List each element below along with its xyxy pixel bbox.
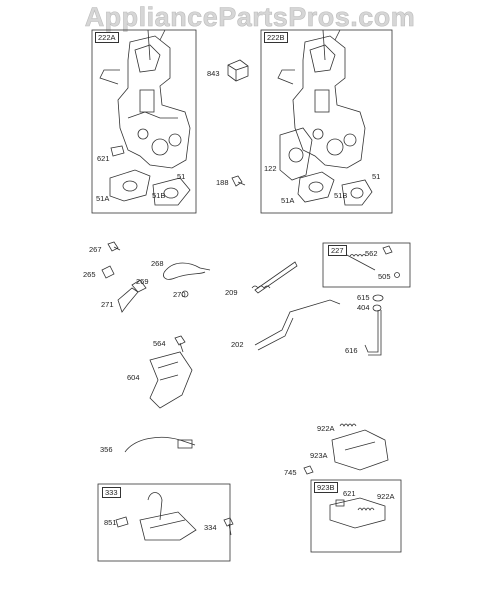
carburetor-body-222b (277, 29, 366, 169)
group-label-222b: 222B (264, 32, 288, 43)
part-label-268: 268 (151, 259, 164, 268)
seal-404 (372, 304, 382, 312)
clip-621-left (110, 145, 125, 157)
group-box-333 (97, 483, 231, 562)
part-label-51a: 51A (96, 194, 110, 203)
washer-505 (394, 272, 400, 278)
part-label-356: 356 (100, 445, 113, 454)
carburetor-body-222a (99, 29, 191, 169)
lever-923a (331, 429, 389, 471)
part-label-745: 745 (284, 468, 297, 477)
group-label-222a: 222A (95, 32, 119, 43)
part-label-51b: 51B (152, 191, 166, 200)
part-label-922a-b: 922A (377, 492, 395, 501)
lever-271 (117, 287, 139, 313)
part-label-209: 209 (225, 288, 238, 297)
screw-267 (107, 241, 119, 252)
spacer-843 (227, 59, 249, 82)
group-box-222a (91, 29, 197, 214)
group-box-923b (310, 479, 402, 553)
screw-188 (231, 175, 243, 187)
part-label-271: 271 (101, 300, 114, 309)
part-label-851: 851 (104, 518, 117, 527)
governor-spring-209 (254, 261, 298, 294)
part-label-51: 51 (177, 172, 186, 181)
lever-923b (329, 497, 386, 529)
group-box-222b (260, 29, 393, 214)
part-label-843: 843 (207, 69, 220, 78)
armature-333 (147, 492, 163, 521)
shield-604 (149, 351, 193, 409)
gasket-51a-left (109, 169, 151, 202)
washer-615 (372, 294, 384, 302)
gasket-51b-left (152, 177, 191, 206)
link-rod-202 (254, 299, 341, 346)
spring-227 (344, 253, 376, 271)
part-851 (115, 516, 129, 528)
part-label-122: 122 (264, 164, 277, 173)
group-box-227 (322, 242, 411, 288)
part-label-51b-b: 51B (334, 191, 348, 200)
part-label-562: 562 (365, 249, 378, 258)
part-label-334: 334 (204, 523, 217, 532)
group-label-227: 227 (328, 245, 347, 256)
screw-564 (174, 335, 186, 346)
watermark: AppliancePartsPros.com (84, 2, 416, 33)
screw-334 (223, 517, 234, 527)
part-label-188: 188 (216, 178, 229, 187)
part-label-265: 265 (83, 270, 96, 279)
part-label-564: 564 (153, 339, 166, 348)
gasket-122 (279, 127, 313, 181)
part-label-404: 404 (357, 303, 370, 312)
part-label-615: 615 (357, 293, 370, 302)
cable-268 (165, 262, 211, 271)
part-label-51-b: 51 (372, 172, 381, 181)
cable-356 (124, 436, 196, 453)
part-label-267: 267 (89, 245, 102, 254)
part-label-269: 269 (136, 277, 149, 286)
spring-922a-box (357, 507, 375, 511)
part-269 (131, 279, 147, 293)
part-label-202: 202 (231, 340, 244, 349)
shaft-616 (364, 310, 379, 353)
part-label-922a: 922A (317, 424, 335, 433)
part-label-923a: 923A (310, 451, 328, 460)
gasket-51b-right (341, 179, 373, 206)
part-label-505: 505 (378, 272, 391, 281)
gasket-51a-right (297, 171, 335, 203)
part-label-621: 621 (97, 154, 110, 163)
part-label-621-b: 621 (343, 489, 356, 498)
screw-745 (303, 465, 314, 475)
screw-562 (382, 245, 393, 255)
part-label-604: 604 (127, 373, 140, 382)
part-label-270: 270 (173, 290, 186, 299)
spring-922a (339, 423, 357, 427)
part-270 (181, 290, 189, 298)
group-label-923b: 923B (314, 482, 338, 493)
part-label-616: 616 (345, 346, 358, 355)
group-label-333: 333 (102, 487, 121, 498)
link-265 (101, 265, 115, 279)
part-label-51a-b: 51A (281, 196, 295, 205)
